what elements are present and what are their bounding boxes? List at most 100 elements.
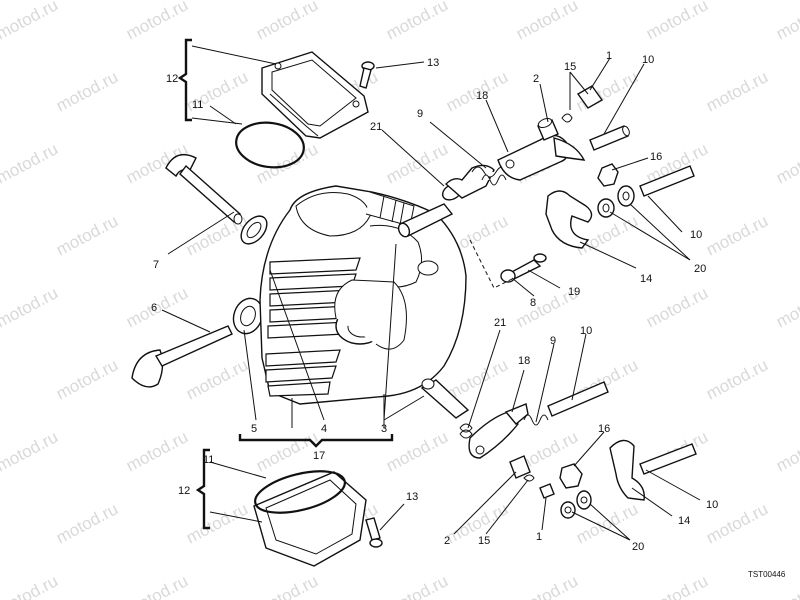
watermark-text-34: motod.ru [773, 139, 800, 187]
upper-head-cover [261, 51, 369, 139]
callout-19: 19 [568, 286, 580, 298]
callout-18-lower: 18 [518, 355, 530, 367]
upper-pin-1 [576, 85, 604, 109]
callout-17: 17 [313, 450, 325, 462]
lower-rocker-14 [609, 439, 645, 501]
watermark-text-52: motod.ru [773, 283, 800, 331]
callout-13-lower: 13 [406, 491, 418, 503]
watermark-text-85: motod.ru [383, 571, 451, 600]
drawing-reference: TST00446 [748, 570, 786, 579]
watermark-text-31: motod.ru [383, 139, 451, 187]
watermark-text-65: motod.ru [123, 427, 191, 475]
lower-o-ring [254, 470, 346, 514]
watermark-text-51: motod.ru [643, 283, 711, 331]
lower-pin-1 [539, 483, 555, 499]
lower-cover-bolt [365, 517, 383, 548]
watermark-text-87: motod.ru [643, 571, 711, 600]
watermark-text-66: motod.ru [253, 427, 321, 475]
callout-15-upper: 15 [564, 61, 576, 73]
watermark-text-14: motod.ru [513, 0, 581, 44]
callout-15-lower: 15 [478, 535, 490, 547]
callout-21-upper: 21 [370, 121, 382, 133]
watermark-text-83: motod.ru [123, 571, 191, 600]
callout-20-lower: 20 [632, 541, 644, 553]
callout-13-upper: 13 [427, 57, 439, 69]
watermark-text-42: motod.ru [703, 211, 771, 259]
watermark-text-82: motod.ru [0, 571, 61, 600]
callout-10-upper-a: 10 [642, 54, 654, 66]
watermark-text-10: motod.ru [0, 0, 61, 44]
callout-1-upper: 1 [606, 50, 612, 62]
upper-washers-20 [597, 185, 635, 218]
watermark-text-60: motod.ru [703, 355, 771, 403]
watermark-text-37: motod.ru [53, 211, 121, 259]
callout-9-upper: 9 [417, 108, 423, 120]
lower-shaft-10b [639, 443, 697, 475]
callout-1-lower: 1 [536, 531, 542, 543]
lower-rocker-arm-left [468, 403, 529, 459]
callout-7: 7 [153, 259, 159, 271]
callout-21-lower: 21 [494, 317, 506, 329]
watermark-text-46: motod.ru [0, 283, 61, 331]
watermark-text-74: motod.ru [183, 499, 251, 547]
watermark-text-55: motod.ru [53, 355, 121, 403]
upper-spring-9 [481, 174, 507, 186]
upper-bushing-2 [537, 117, 559, 141]
callout-10-lower-b: 10 [706, 499, 718, 511]
watermark-text-70: motod.ru [773, 427, 800, 475]
watermark-text-16: motod.ru [773, 0, 800, 44]
callout-11-lower: 11 [203, 454, 214, 466]
callout-9-lower: 9 [550, 335, 556, 347]
watermark-text-30: motod.ru [253, 139, 321, 187]
callout-10-lower-a: 10 [580, 325, 592, 337]
lower-spring-21 [459, 423, 473, 439]
upper-cover-bolt [359, 61, 375, 89]
lower-shim-cap [420, 378, 470, 419]
leader-lines [161, 45, 701, 541]
lower-group-bracket [195, 448, 210, 530]
callout-14-lower: 14 [678, 515, 690, 527]
watermark-text-12: motod.ru [253, 0, 321, 44]
lower-nut-16 [559, 463, 583, 489]
cylinder-head [259, 185, 467, 428]
callout-10-upper-b: 10 [690, 229, 702, 241]
upper-nut-16 [597, 163, 619, 187]
callout-11-upper: 11 [192, 99, 203, 111]
callout-6: 6 [151, 302, 157, 314]
upper-shim-cap [397, 203, 454, 238]
lower-valve [131, 325, 233, 388]
callout-16-upper: 16 [650, 151, 662, 163]
watermark-text-13: motod.ru [383, 0, 451, 44]
callout-18-upper: 18 [476, 90, 488, 102]
upper-rocker-14 [545, 190, 593, 249]
watermark-text-15: motod.ru [643, 0, 711, 44]
upper-valve [165, 154, 243, 225]
callout-4: 4 [321, 423, 327, 435]
callout-12-lower: 12 [178, 485, 190, 497]
upper-rocker-arm-left [441, 164, 495, 201]
callout-5: 5 [251, 423, 257, 435]
watermark-text-11: motod.ru [123, 0, 191, 44]
watermark-text-64: motod.ru [0, 427, 61, 475]
callout-14-upper: 14 [640, 273, 652, 285]
lower-shaft-10 [547, 381, 609, 417]
upper-group-bracket [177, 38, 192, 122]
watermark-text-84: motod.ru [253, 571, 321, 600]
watermark-text-86: motod.ru [513, 571, 581, 600]
lower-valve-guide-seal [232, 297, 264, 335]
upper-shaft-10 [589, 125, 630, 151]
lower-head-cover [253, 471, 367, 567]
callout-8: 8 [530, 297, 536, 309]
callout-16-lower: 16 [598, 423, 610, 435]
watermark-text-73: motod.ru [53, 499, 121, 547]
callout-12-upper: 12 [166, 73, 178, 85]
upper-clip-15 [561, 113, 573, 123]
watermark-text-56: motod.ru [183, 355, 251, 403]
upper-o-ring [235, 121, 305, 169]
callout-20-upper: 20 [694, 263, 706, 275]
callout-labels: 1 2 15 10 13 12 11 18 9 21 16 7 8 19 14 … [151, 50, 718, 553]
watermark-text-28: motod.ru [0, 139, 61, 187]
upper-bolt-19 [500, 253, 547, 283]
head-assembly-bracket [238, 434, 394, 448]
